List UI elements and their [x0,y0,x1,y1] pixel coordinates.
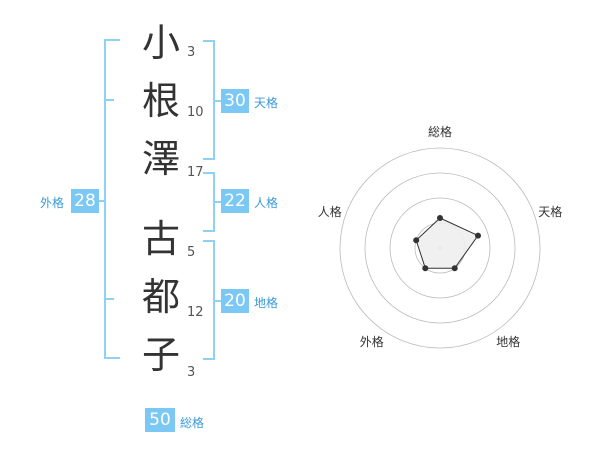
stroke-count-4: 5 [187,245,196,260]
name-char-2: 根 [141,79,180,123]
radar-point-2 [475,232,481,239]
radar-axis-label-2: 天格 [538,204,562,219]
jinkaku-value: 22 [221,189,249,213]
radar-axis-label-3: 地格 [496,334,520,349]
name-char-4: 古 [141,217,180,261]
tenkaku-value: 30 [221,89,249,113]
radar-ring-4 [339,147,541,349]
stroke-count-3: 17 [187,165,204,180]
radar-points [413,215,481,272]
gaikaku-label: 外格 [40,196,65,210]
soukaku-label: 総格 [180,416,205,430]
radar-axis-label-5: 人格 [318,204,342,219]
name-char-1: 小 [141,21,180,65]
radar-ring-2 [389,197,491,299]
gaikaku-value: 28 [71,189,99,213]
radar-point-5 [413,237,420,244]
tenkaku-label: 天格 [254,96,279,110]
radar-ring-3 [364,172,516,324]
soukaku-value: 50 [145,408,175,432]
stroke-count-5: 12 [187,305,204,320]
radar-point-4 [422,265,429,272]
radar-point-1 [437,215,443,221]
chikaku-label: 地格 [254,296,279,310]
stroke-count-1: 3 [187,45,196,60]
radar-point-3 [451,265,458,272]
name-char-6: 子 [141,333,180,377]
radar-axis-label-1: 総格 [428,124,452,139]
name-char-3: 澤 [141,137,180,181]
name-char-5: 都 [141,275,180,319]
radar-polygon [415,217,479,269]
jinkaku-label: 人格 [254,196,279,210]
stroke-count-6: 3 [187,365,196,380]
chikaku-value: 20 [221,289,249,313]
radar-axis-label-4: 外格 [360,334,384,349]
radar-shape [415,217,479,269]
stroke-count-2: 10 [187,105,204,120]
